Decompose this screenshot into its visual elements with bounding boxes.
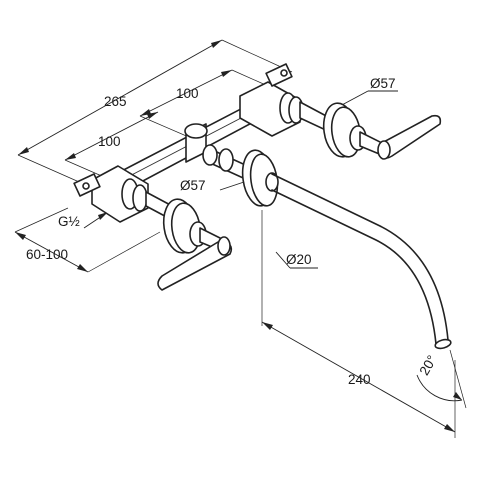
- dim-spacing-upper: 100: [176, 86, 199, 101]
- dim-rosette-top: Ø57: [370, 76, 396, 91]
- dim-rosette-spout: Ø57: [180, 178, 206, 193]
- dim-thread: G½: [58, 214, 80, 229]
- left-handle: [157, 198, 233, 291]
- dim-spout-diameter: Ø20: [286, 252, 312, 267]
- dimension-lines: [14, 39, 467, 438]
- dim-wall-depth: 60-100: [26, 247, 68, 262]
- dim-spout-projection: 240: [348, 372, 371, 387]
- dim-overall-width: 265: [104, 94, 127, 109]
- right-handle: [322, 102, 442, 160]
- dimension-labels: 265 100 100 Ø57 Ø57 Ø20 G½ 60-100 240 20…: [26, 76, 440, 387]
- dim-spout-angle: 20°: [417, 353, 440, 378]
- spout: [241, 149, 452, 350]
- dim-spacing-lower: 100: [98, 134, 121, 149]
